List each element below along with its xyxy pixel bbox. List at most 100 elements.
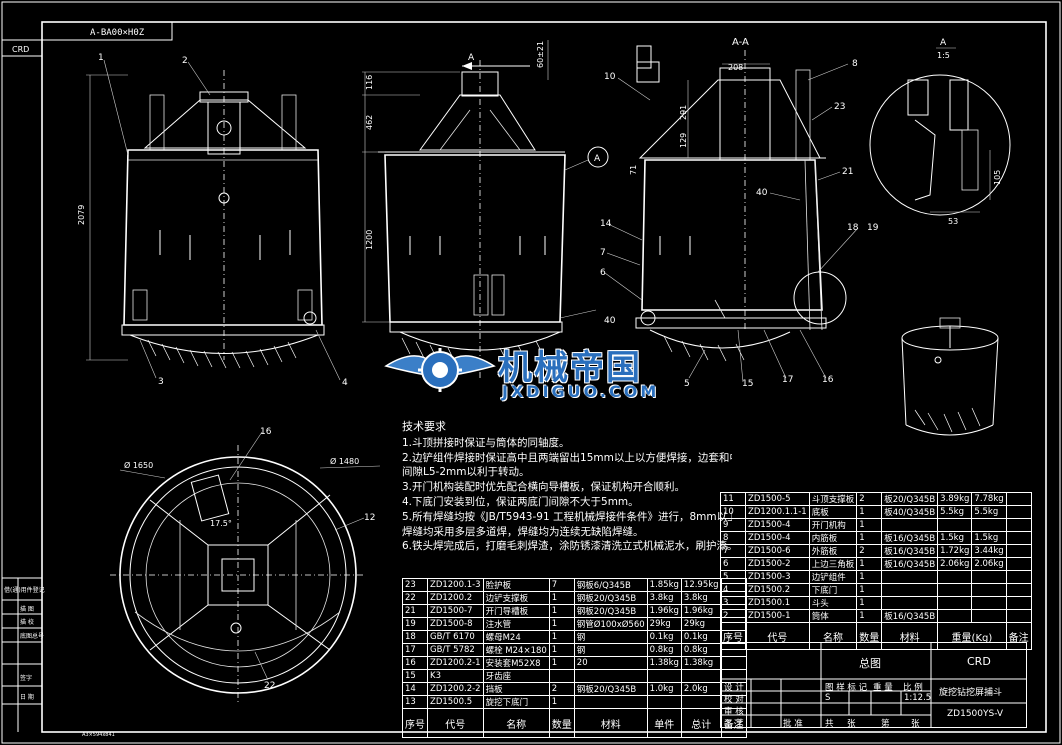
balloons-section: 10 8 23 21 40 18 19 14 7 6 5 15 17 16 (600, 59, 879, 389)
bom-cell (937, 583, 973, 597)
left-strip-4: 签字 (20, 674, 32, 682)
bom-cell: 29kg (646, 617, 682, 631)
bom-cell: 2 (856, 544, 883, 558)
bom-cell: 1 (548, 656, 575, 670)
hdr-qty: 数量 (856, 622, 883, 650)
bom-cell: 3.8kg (646, 591, 682, 605)
tech-item: 2.边铲组件焊接时保证高中且两端留出15mm以上以方便焊接，边套和中间套 (402, 451, 732, 464)
bom-cell: 钢 (573, 643, 648, 657)
bom-cell: ZD1500.5 (427, 695, 484, 709)
drawing-code-top: A-BA00×H0Z (90, 28, 145, 38)
bom-cell (971, 609, 1007, 623)
title-stage: 图 样 标 记 (825, 683, 868, 693)
hdr-material: 材料 (573, 708, 648, 738)
bom-cell: 板16/Q345B (881, 544, 939, 558)
bom-left-header: 序号 代号 名称 数量 材料 单件 总计 备注 (402, 708, 747, 738)
tech-item: 间隙L5-2mm以利于转动。 (402, 466, 530, 479)
balloons-plan: 16 12 22 (260, 427, 375, 691)
tech-item: 6.铁头焊完成后，打磨毛刺焊渣，涂防锈漆清洗立式机械泥水，刷护漆。 (402, 540, 732, 553)
bom-cell: 钢 (573, 630, 648, 644)
bom-cell: GB/T 6170 (427, 630, 484, 644)
left-strip-1: 描 图 (20, 605, 34, 613)
watermark: 机械帝国 JXDIGUO.COM (384, 336, 684, 406)
bom-cell: 钢管Ø100xØ560 (573, 617, 648, 631)
balloon-7: 7 (600, 248, 606, 258)
bom-cell: 2 (548, 682, 575, 696)
bom-cell (573, 669, 648, 683)
bom-cell: ZD1500-1 (745, 609, 810, 623)
bom-cell (1005, 570, 1032, 584)
bom-cell: 23 (402, 578, 428, 592)
bom-cell: 1 (856, 570, 883, 584)
balloon-10: 10 (604, 72, 616, 82)
corner-box (1, 39, 43, 57)
bom-cell: 钢板6/Q345B (573, 578, 648, 592)
bom-cell (1005, 505, 1032, 519)
dim-462: 462 (365, 115, 374, 130)
bom-cell: 边铲组件 (808, 570, 858, 584)
balloon-21: 22 (264, 681, 275, 691)
bom-cell: 1.5kg (937, 531, 973, 545)
bom-cell: 1.72kg (937, 544, 973, 558)
bom-cell: 1 (856, 557, 883, 571)
balloon-22: 23 (834, 102, 845, 112)
bom-cell: 5 (720, 570, 746, 584)
bom-cell: ZD1500-3 (745, 570, 810, 584)
balloon-40: 40 (756, 188, 768, 198)
bom-cell: 7 (548, 578, 575, 592)
bottom-left-note: A3×594x841 (82, 732, 115, 738)
bom-cell: 板16/Q345B (881, 557, 939, 571)
title-code: ZD1500YS-V (947, 709, 1004, 719)
bom-cell: 11 (720, 492, 746, 506)
tech-item: 3.开门机构装配时优先配合横向导槽板，保证机构开合顺利。 (402, 481, 686, 494)
bom-cell: 2.0kg (680, 682, 722, 696)
title-review: 审 核 (724, 707, 744, 717)
title-company: CRD (967, 655, 991, 668)
bom-cell: 1.5kg (971, 531, 1007, 545)
title-zhang-a: 张 (847, 719, 856, 729)
hdr-note: 备注 (1005, 622, 1032, 650)
view-arrow-label: A (468, 53, 475, 63)
bom-right-header: 序号 代号 名称 数量 材料 重量(Kg) 备注 (720, 622, 1032, 650)
bom-cell: 7.78kg (971, 492, 1007, 506)
code-box (41, 21, 173, 41)
bom-cell: 6 (720, 557, 746, 571)
balloon-15: 16 (260, 427, 272, 437)
bom-cell (1005, 492, 1032, 506)
bom-cell: 斗顶支撑板 (808, 492, 858, 506)
bom-cell (1005, 557, 1032, 571)
bom-cell: ZD1200.2 (427, 591, 484, 605)
balloon-12: 14 (600, 219, 612, 229)
bom-cell (646, 695, 682, 709)
bom-cell: 3.89kg (937, 492, 973, 506)
bom-cell: 12.95kg (680, 578, 722, 592)
bom-cell: 10 (720, 505, 746, 519)
dim-dia1480: Ø 1480 (330, 456, 359, 466)
bom-cell: 8 (720, 531, 746, 545)
bom-cell: ZD1200.2-1 (427, 656, 484, 670)
bom-cell: 安装套M52X8 (482, 656, 550, 670)
hdr-note: 备注 (720, 708, 747, 738)
bom-cell: 1.96kg (646, 604, 682, 618)
title-approve: 批 准 (783, 719, 803, 729)
section-label: A-A (732, 37, 749, 48)
bom-cell (971, 518, 1007, 532)
bom-cell: 1 (548, 591, 575, 605)
bom-cell (937, 570, 973, 584)
bom-cell: 1.38kg (680, 656, 722, 670)
balloon-14: 16 (822, 375, 834, 385)
hdr-code: 代号 (745, 622, 810, 650)
bom-cell: 4 (720, 583, 746, 597)
bom-cell: 29kg (680, 617, 722, 631)
hdr-code: 代号 (427, 708, 484, 738)
